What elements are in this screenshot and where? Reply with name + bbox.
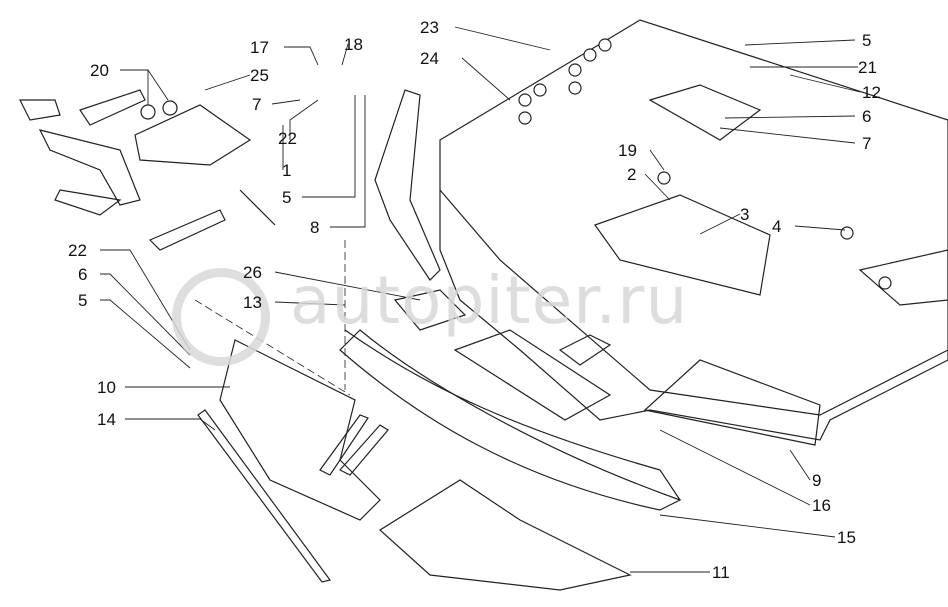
callout-25: 25 — [250, 66, 269, 85]
callout-3: 3 — [740, 205, 750, 224]
watermark-logo — [172, 268, 270, 366]
callout-23: 23 — [420, 18, 439, 37]
callout-9: 9 — [812, 471, 822, 490]
callout-1: 1 — [282, 161, 292, 180]
callout-12: 12 — [862, 83, 881, 102]
rod — [239, 189, 276, 226]
callout-5: 5 — [78, 291, 88, 310]
panel-10 — [219, 339, 381, 521]
callout-22: 22 — [278, 129, 297, 148]
callout-7: 7 — [252, 95, 262, 114]
callout-17: 17 — [250, 38, 269, 57]
callout-26: 26 — [243, 263, 262, 282]
deck-rear-cover — [858, 249, 948, 306]
callout-19: 19 — [618, 141, 637, 160]
callout-2: 2 — [627, 165, 637, 184]
callout-7: 7 — [862, 134, 872, 153]
bracket-26 — [393, 289, 467, 331]
hatch-plate-small — [558, 334, 612, 366]
callout-5: 5 — [282, 188, 292, 207]
deck-front-edge — [439, 189, 948, 416]
panel-16 — [344, 329, 681, 501]
callout-16: 16 — [812, 496, 831, 515]
hatch-plate — [453, 329, 612, 421]
callout-22: 22 — [68, 241, 87, 260]
callout-4: 4 — [772, 217, 782, 236]
leader-lines — [100, 26, 861, 573]
deck-hatch — [648, 84, 762, 141]
callout-14: 14 — [97, 410, 116, 429]
bracket-25 — [134, 104, 252, 166]
callout-13: 13 — [243, 293, 262, 312]
callout-6: 6 — [862, 107, 872, 126]
callout-18: 18 — [344, 35, 363, 54]
strip-14 — [197, 409, 332, 583]
pedal-assembly — [19, 89, 226, 251]
bracket-strips — [319, 414, 389, 476]
callout-11: 11 — [712, 563, 730, 582]
deck-side-beam — [643, 359, 821, 446]
callout-6: 6 — [78, 265, 88, 284]
callout-8: 8 — [310, 218, 320, 237]
callout-21: 21 — [858, 58, 877, 77]
cab-pillar — [374, 89, 441, 281]
callout-24: 24 — [420, 49, 439, 68]
watermark-text: autopiter.ru — [290, 262, 689, 339]
nuts — [140, 38, 892, 290]
panel-11 — [379, 479, 632, 591]
callout-5: 5 — [862, 31, 872, 50]
main-deck-plate — [439, 19, 948, 441]
callout-20: 20 — [90, 61, 109, 80]
cover-plate-2 — [594, 194, 771, 296]
callout-15: 15 — [837, 528, 856, 547]
callout-10: 10 — [97, 378, 116, 397]
